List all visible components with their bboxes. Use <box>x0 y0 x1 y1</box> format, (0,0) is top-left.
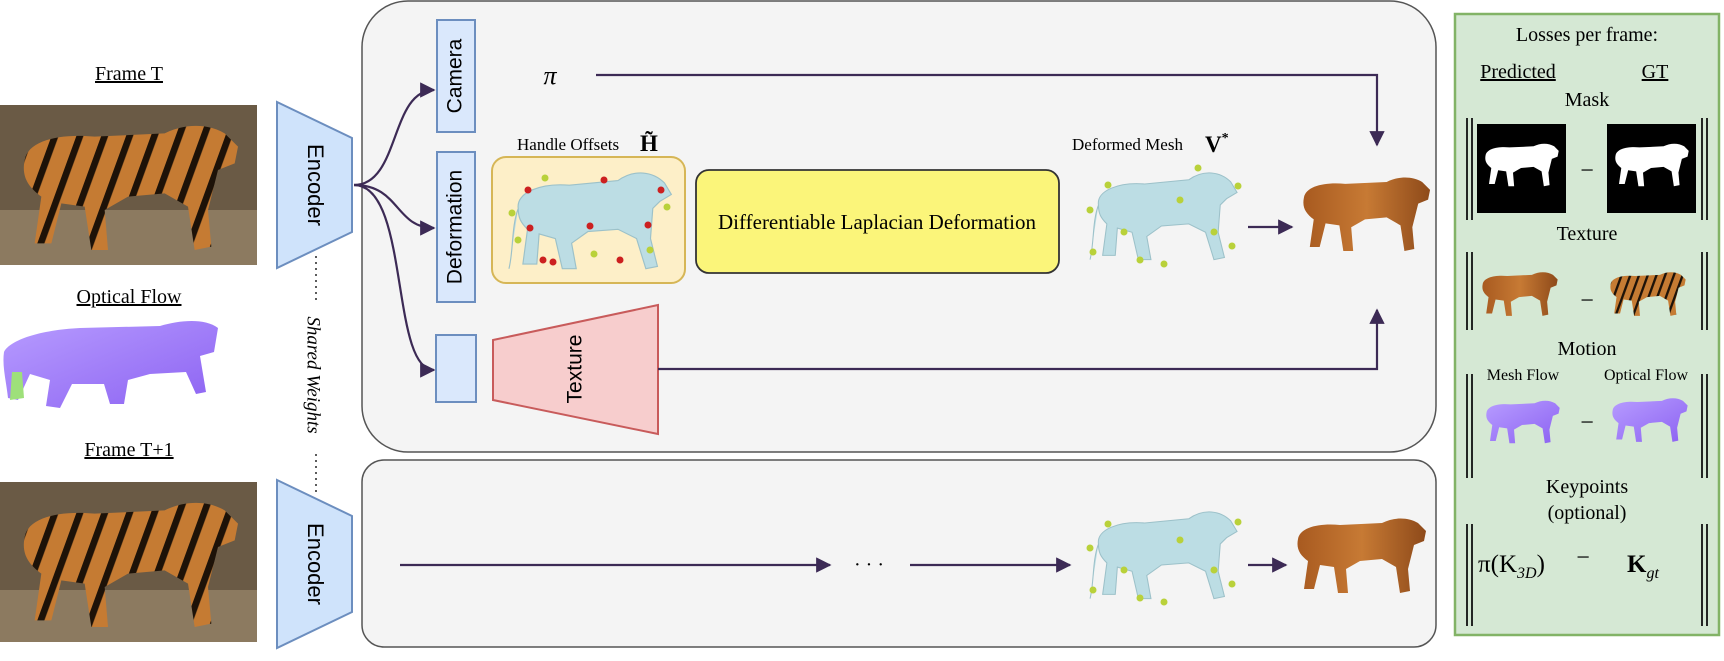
mask-minus: − <box>1580 158 1594 184</box>
predicted-label: Predicted <box>1480 61 1556 83</box>
laplacian-deformation-box <box>695 169 1060 274</box>
optical-flow-image <box>3 321 219 408</box>
frame-t1-label: Frame T+1 <box>84 439 173 461</box>
deformation-block <box>436 151 476 303</box>
losses-panel: Losses per frame: Predicted GT Mask − Te… <box>1453 12 1721 637</box>
left-panel: Frame T Optical Flow Frame T+1 <box>0 63 257 642</box>
motion-label: Motion <box>1558 338 1617 360</box>
arrow-to-texture-latent <box>353 183 436 378</box>
mesh-flow-label: Mesh Flow <box>1487 367 1560 384</box>
camera-block <box>436 19 476 133</box>
keypoint-minus: − <box>1576 545 1590 571</box>
losses-title: Losses per frame: <box>1516 24 1658 46</box>
optical-flow-label: Optical Flow <box>77 286 183 308</box>
deformed-mesh-label: Deformed Mesh <box>1072 135 1183 154</box>
motion-minus: − <box>1580 410 1594 436</box>
arrow-to-deformation <box>353 183 436 236</box>
texture-latent-block <box>435 334 477 403</box>
encoder-top-label: Encoder <box>303 144 328 226</box>
texture-decoder <box>492 303 659 436</box>
camera-label: Camera <box>444 38 467 113</box>
deformed-mesh-image <box>1086 164 1242 268</box>
bottom-deformed-mesh <box>1086 511 1242 606</box>
keypoint-predicted-expr: π(K3D) <box>1478 551 1545 582</box>
keypoints-optional-label: (optional) <box>1548 502 1627 524</box>
mask-gt <box>1607 124 1696 213</box>
main-pipeline-panel: Camera Deformation π Handle Offsets H̃ <box>353 0 1437 453</box>
encoder-bottom: Encoder <box>276 478 353 650</box>
texture-decoder-label: Texture <box>564 335 587 404</box>
mask-predicted <box>1477 124 1566 213</box>
mask-norm-bars <box>1466 118 1708 220</box>
frame-t-label: Frame T <box>95 63 163 85</box>
bottom-pipeline-panel: · · · <box>361 459 1437 648</box>
pi-symbol: π <box>543 61 557 90</box>
texture-loss-label: Texture <box>1557 223 1618 245</box>
shared-weights-connector: Shared Weights <box>300 256 330 495</box>
frame-t-tiger <box>0 125 257 265</box>
shared-weights-label: Shared Weights <box>303 316 324 433</box>
bottom-ellipsis: · · · <box>854 554 884 576</box>
deformed-mesh-symbol: V* <box>1205 131 1229 157</box>
arrow-to-camera <box>353 82 436 187</box>
keypoints-norm-bars <box>1466 524 1708 626</box>
encoder-top: Encoder <box>276 100 353 270</box>
texture-minus: − <box>1580 288 1594 314</box>
motion-optical-flow-label: Optical Flow <box>1604 367 1688 384</box>
handle-offsets-label: Handle Offsets <box>517 135 619 154</box>
handle-offsets-symbol: H̃ <box>640 131 658 156</box>
deformation-label: Deformation <box>444 170 467 284</box>
frame-t1-tiger <box>0 502 257 642</box>
keypoint-gt-expr: Kgt <box>1627 551 1659 582</box>
motion-norm-bars <box>1466 374 1708 478</box>
camera-to-render-arrow <box>596 73 1385 147</box>
laplacian-label: Differentiable Laplacian Deformation <box>718 210 1036 234</box>
mask-label: Mask <box>1565 89 1609 111</box>
texture-norm-bars <box>1466 252 1708 330</box>
encoder-bottom-label: Encoder <box>303 523 328 605</box>
gt-label: GT <box>1642 61 1669 83</box>
texture-to-render-arrow <box>658 308 1385 371</box>
handle-offsets-mesh <box>508 172 672 270</box>
keypoints-label: Keypoints <box>1546 476 1628 498</box>
